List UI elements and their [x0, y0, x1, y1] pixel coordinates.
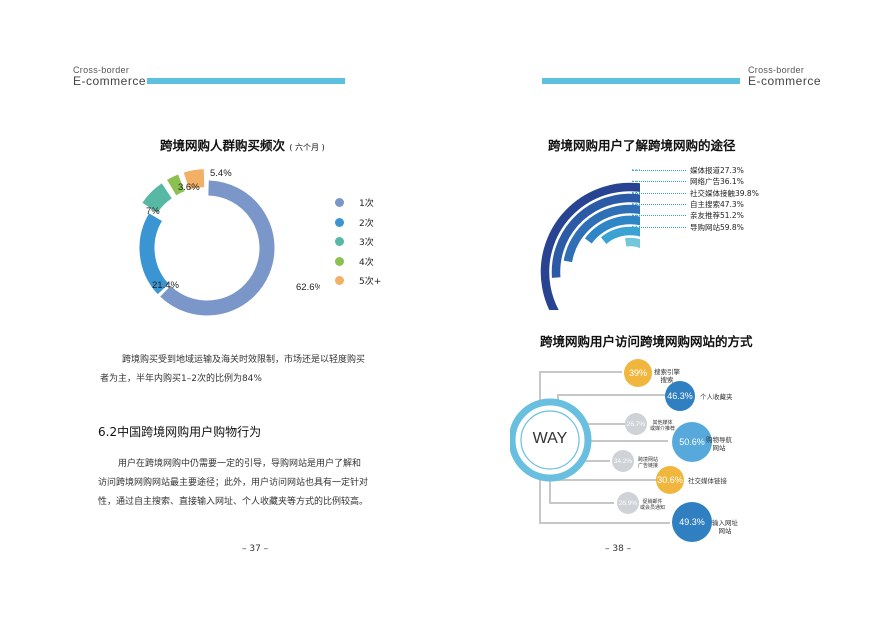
way-bubble-1: 39% [624, 359, 652, 387]
paragraph-1-line-1: 跨境购买受到地域运输及海关时效限制，市场还是以轻度购买 [122, 355, 366, 365]
way-bubble-6: 30.6% [656, 466, 684, 494]
arc-dotted-line [632, 170, 686, 171]
paragraph-2-line-3: 性，通过自主搜索、直接输入网址、个人收藏夹等方式的比例较高。 [98, 497, 369, 507]
donut-segment-4 [167, 174, 185, 196]
way-label: WAY [532, 430, 568, 447]
donut-segment-3 [142, 183, 173, 214]
legend-label: 2次 [359, 218, 374, 229]
way-label-line: 输入网址 [712, 519, 738, 527]
way-bubble-4: 50.6% [672, 422, 712, 462]
way-label-line: 广告链接 [638, 463, 659, 469]
arc-4 [563, 204, 640, 263]
donut-label-2: 21.4% [152, 280, 179, 291]
paragraph-2-line-2: 访问跨境网购网站最主要途径；此外，用户访问网站也具有一定针对 [98, 478, 369, 488]
way-bubble-5: 34.2% [612, 450, 634, 472]
legend-dot [335, 256, 344, 266]
arc-dotted-line [632, 215, 686, 217]
way-bubble-7: 28.9% [617, 492, 639, 514]
paragraph-1-line-2: 者为主，半年内购买1–2次的比例为84% [100, 374, 262, 384]
way-label-line: 搜索 [660, 376, 674, 384]
way-label-line: 跨境网站 [638, 457, 659, 463]
way-bubble-3: 26.7% [625, 413, 647, 435]
donut-chart: 62.6% 21.4% 7% 3.6% 5.4% [139, 168, 320, 316]
arc-label-3: 社交媒体接触39.8% [690, 188, 759, 198]
header-right-line2: E-commerce [748, 74, 822, 88]
arc-1 [625, 237, 640, 249]
visit-method-title: 跨境网购用户访问跨境网购网站的方式 [540, 334, 753, 349]
arc-dotted-line [632, 181, 686, 183]
way-label-line: 或会员通知 [640, 505, 666, 511]
legend-dot [335, 276, 344, 285]
way-bubble-label-2: 个人收藏夹 [700, 393, 733, 401]
page-number-right: – 38 – [605, 544, 632, 554]
donut-legend: 1次 2次 3次 4次 5次+ [335, 196, 381, 294]
arc-label-1: 媒体报道27.3% [690, 166, 744, 175]
arc-label-4: 自主搜索47.3% [690, 199, 744, 209]
arc-dotted-line [632, 192, 686, 194]
legend-label: 5次+ [359, 277, 382, 287]
legend-item-3: 3次 [335, 235, 381, 248]
way-label-line: 网站 [712, 444, 726, 452]
way-bubble-8: 49.3% [672, 502, 712, 542]
donut-segment-5 [183, 169, 205, 190]
arc-6 [540, 182, 640, 310]
arc-dotted-line [632, 226, 686, 228]
way-bubble-2: 46.3% [665, 381, 695, 411]
legend-label: 3次 [359, 238, 374, 248]
header-left-line2: E-commerce [73, 74, 147, 88]
legend-item-1: 1次 [335, 196, 381, 209]
paragraph-1: 跨境购买受到地域运输及海关时效限制，市场还是以轻度购买 者为主，半年内购买1–2… [100, 351, 400, 389]
legend-dot [335, 217, 344, 227]
arc-2 [600, 226, 640, 244]
way-label-line: 购物导航 [706, 436, 732, 444]
purchase-frequency-title: 跨境网购人群购买频次 ( 六个月 ) [160, 135, 325, 154]
header-right-line1: Cross-border [748, 65, 805, 75]
chart-title-sub: ( 六个月 ) [289, 143, 325, 152]
legend-item-2: 2次 [335, 216, 381, 229]
header-right-bar [542, 78, 740, 84]
legend-item-5: 5次+ [335, 274, 381, 287]
arc-3 [584, 215, 640, 244]
way-label-line: 网站 [718, 527, 732, 535]
paragraph-2-line-1: 用户在跨境网购中仍需要一定的引导，导购网站是用户了解和 [118, 459, 362, 469]
donut-label-3: 7% [146, 206, 160, 217]
way-label-line: 促销邮件 [642, 499, 663, 505]
legend-item-4: 4次 [335, 255, 381, 268]
radial-arc-chart [540, 169, 640, 310]
arc-label-6: 导购网站59.8% [690, 222, 744, 232]
legend-dot [335, 237, 344, 246]
chart-title-main: 跨境网购人群购买频次 [160, 138, 286, 153]
donut-label-1: 62.6% [296, 282, 320, 293]
paragraph-2: 用户在跨境网购中仍需要一定的引导，导购网站是用户了解和 访问跨境网购网站最主要途… [98, 455, 398, 512]
header-left-line1: Cross-border [73, 65, 130, 75]
way-bubble-label-7: 促销邮件或会员通知 [640, 499, 665, 511]
way-bubble-label-8: 输入网址网站 [712, 519, 738, 535]
legend-dot [335, 198, 344, 207]
arc-dotted-line [632, 203, 686, 205]
way-label-line: 其他媒体 [652, 420, 673, 426]
donut-label-4: 3.6% [178, 182, 200, 193]
arc-label-2: 网络广告36.1% [690, 177, 744, 187]
way-label-line: 社交媒体链接 [688, 477, 727, 485]
donut-label-5: 5.4% [210, 168, 232, 179]
section-heading: 6.2中国跨境网购用户购物行为 [98, 425, 262, 439]
way-bubble-label-5: 跨境网站广告链接 [638, 457, 658, 469]
arc-label-5: 亲友推荐51.2% [690, 211, 744, 221]
way-bubble-label-3: 其他媒体或媒介推荐 [650, 420, 675, 432]
legend-label: 4次 [359, 257, 374, 268]
page-number-left: – 37 – [242, 544, 269, 554]
way-label-line: 个人收藏夹 [700, 393, 733, 401]
way-label-line: 或媒介推荐 [650, 426, 676, 432]
donut-segment-2 [139, 213, 169, 295]
way-bubble-label-1: 搜索引擎搜索 [654, 368, 680, 384]
legend-label: 1次 [359, 199, 374, 209]
donut-segment-1 [160, 180, 275, 316]
way-bubble-label-4: 购物导航网站 [706, 436, 732, 452]
header-left-bar [147, 78, 345, 84]
way-bubble-label-6: 社交媒体链接 [688, 477, 727, 485]
channel-chart-title: 跨境网购用户了解跨境网购的途径 [548, 138, 736, 153]
way-label-line: 搜索引擎 [654, 368, 680, 376]
arc-5 [551, 193, 640, 278]
way-connector-lines [510, 371, 685, 524]
